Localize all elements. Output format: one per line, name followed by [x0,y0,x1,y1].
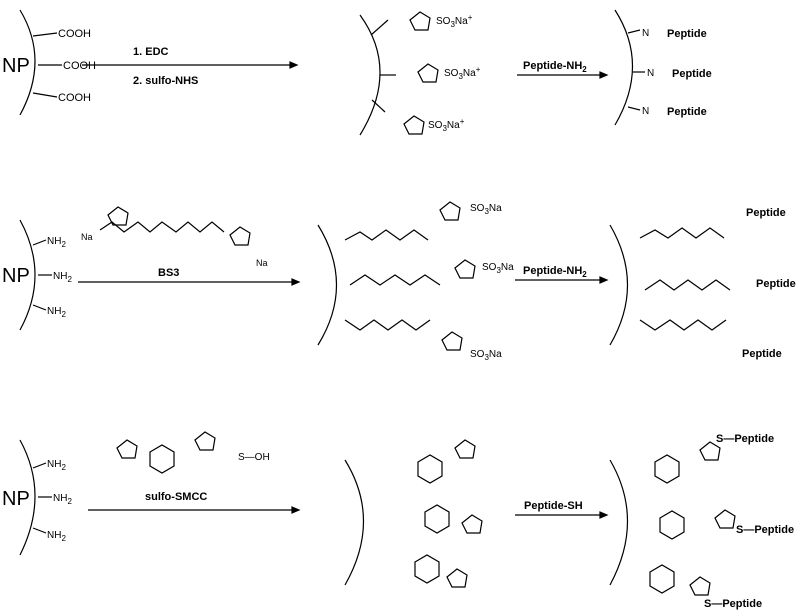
peptide-label-4: Peptide [746,207,786,219]
peptide-sh-label: Peptide-SH [524,500,583,512]
sulfo-smcc-label: sulfo-SMCC [145,491,207,503]
nh2-4: NH2 [47,459,66,472]
peptide-label-1: Peptide [667,28,707,40]
np-surface-1 [19,9,36,116]
np-surface-3 [614,9,634,126]
peptide-label-2: Peptide [672,68,712,80]
amide-1: N [642,28,649,39]
peptide-label-6: Peptide [742,348,782,360]
step2-label: 2. sulfo-NHS [133,75,198,87]
nh2-6: NH2 [47,530,66,543]
nh2-5: NH2 [53,493,72,506]
cooh-label-3: COOH [58,92,91,104]
np-label-3: NP [2,488,30,510]
peptide-label-3: Peptide [667,106,707,118]
nh2-1: NH2 [47,236,66,249]
np-surface-7 [19,439,36,556]
peptide-label-5: Peptide [756,278,796,290]
so3na-1: SO3Na+ [436,13,473,29]
amide-3: N [642,106,649,117]
sulfo-oh: S—OH [238,452,270,463]
peptide-nh2-label-1: Peptide-NH2 [523,60,587,74]
s-peptide-1: S—Peptide [716,433,774,445]
bs3-label: BS3 [158,267,179,279]
so3na-2: SO3Na+ [444,65,481,81]
s-peptide-3: S—Peptide [704,598,762,610]
np-surface-6 [609,224,629,346]
nh2-3: NH2 [47,306,66,319]
so3na-4: SO3Na [470,203,502,216]
np-surface-8 [344,459,365,586]
np-surface-9 [609,459,629,586]
bs3-na-right: Na [256,258,268,268]
s-peptide-2: S—Peptide [736,524,794,536]
peptide-nh2-label-2: Peptide-NH2 [523,265,587,279]
so3na-5: SO3Na [482,262,514,275]
np-label-2: NP [2,265,30,287]
np-label-1: NP [2,55,30,77]
np-surface-5 [317,224,338,346]
so3na-3: SO3Na+ [428,117,465,133]
np-surface-4 [19,219,36,331]
cooh-label-2: COOH [63,60,96,72]
so3na-6: SO3Na [470,349,502,362]
bs3-na-left: Na [81,232,93,242]
np-surface-2 [359,14,381,136]
cooh-label-1: COOH [58,28,91,40]
amide-2: N [647,68,654,79]
nh2-2: NH2 [53,271,72,284]
step1-label: 1. EDC [133,46,169,58]
